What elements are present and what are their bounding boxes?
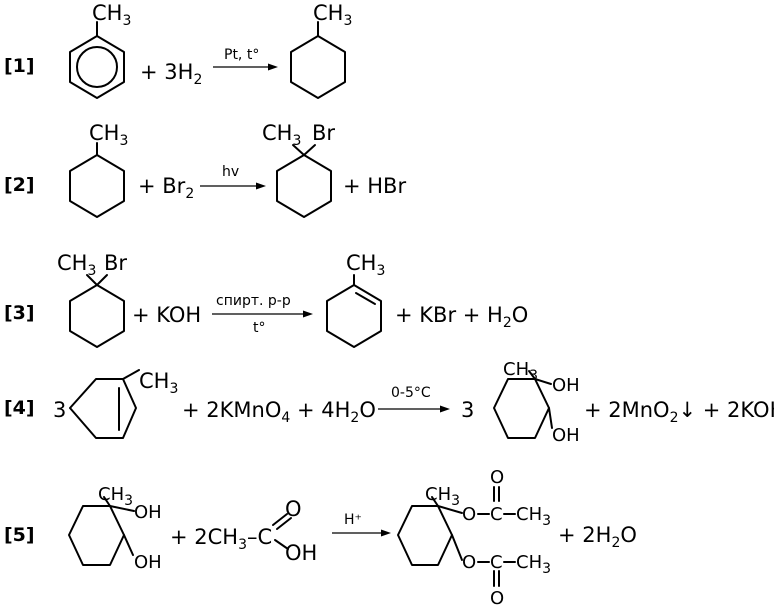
reaction-arrow: 0-5°C [378, 385, 450, 413]
svg-text:CH3: CH3 [516, 504, 551, 529]
reaction-label: [4] [4, 397, 35, 419]
hydroxyl-label: OH [134, 502, 162, 523]
hydroxyl-label: OH [134, 552, 162, 573]
methyl-label: CH [313, 1, 343, 25]
hydroxyl-label: OH [552, 425, 580, 446]
methyl-label: CH [139, 369, 169, 393]
methyl-label: CH [503, 359, 529, 380]
ester-oxygen-label: O [462, 552, 476, 573]
methyl-label: CH [516, 504, 542, 525]
reaction-4: [4] 3 CH3 + 2KMnO4 + 4H2O 0-5°C 3 CH3 OH… [4, 359, 774, 446]
stoichiometric-coefficient: 3 [461, 398, 474, 422]
reaction-arrow: спирт. р-р t° [212, 293, 313, 336]
bromo-methylcyclohexane-structure: CH3 Br [57, 251, 127, 348]
carbonyl-oxygen-label: O [490, 588, 504, 609]
reaction-arrow: Pt, t° [213, 47, 278, 71]
acetic-acid-structure: + 2CH3–C O OH [170, 497, 317, 565]
stoichiometric-coefficient: 3 [53, 398, 66, 422]
bromo-label: Br [312, 121, 335, 145]
condition-label: H⁺ [344, 512, 362, 528]
bromo-methylcyclohexane-structure: CH3 Br [262, 121, 335, 218]
hydroxyl-label: OH [552, 375, 580, 396]
reaction-3: [3] CH3 Br + KOH спирт. р-р t° CH3 + KBr… [4, 251, 528, 348]
reaction-1: [1] CH3 + 3H2 Pt, t° CH3 [4, 1, 352, 99]
reagent-bromine: + Br2 [138, 174, 194, 202]
methyl-label: CH [516, 552, 542, 573]
byproduct-water: + 2H2O [558, 523, 637, 551]
condition-label: hv [222, 164, 239, 180]
methylcyclohexene-structure: CH3 [326, 251, 385, 348]
reaction-label: [3] [4, 302, 35, 324]
methyl-label: CH [57, 251, 87, 275]
svg-text:O: O [462, 504, 476, 525]
reaction-2: [2] CH3 + Br2 hv CH3 Br + HBr [4, 121, 406, 218]
condition-label: 0-5°C [391, 385, 431, 401]
diacetate-structure: CH3 O C O CH3 O C O CH3 [397, 467, 551, 609]
byproducts: + 2MnO2↓ + 2KOH [584, 398, 774, 426]
svg-text:CH3: CH3 [98, 484, 133, 509]
reaction-5: [5] CH3 OH OH + 2CH3–C O OH H⁺ [4, 467, 637, 609]
methyl-label: CH [98, 484, 124, 505]
methyl-label: CH [262, 121, 292, 145]
svg-text:CH3: CH3 [503, 359, 538, 384]
hydroxyl-label: OH [285, 541, 317, 565]
svg-text:O: O [462, 552, 476, 573]
condition-label-below: t° [253, 320, 266, 336]
condition-label: Pt, t° [224, 47, 259, 63]
reagent-hydrogen: + 3H2 [140, 60, 202, 88]
methyl-label: CH [425, 484, 451, 505]
byproducts: + KBr + H2O [395, 303, 528, 331]
svg-text:CH3: CH3 [425, 484, 460, 509]
ester-oxygen-label: O [462, 504, 476, 525]
svg-text:CH3: CH3 [89, 121, 128, 149]
carbonyl-oxygen-label: O [490, 467, 504, 488]
svg-text:CH3: CH3 [313, 1, 352, 29]
methylcyclohexene-structure: CH3 [69, 369, 178, 439]
bromo-label: Br [104, 251, 127, 275]
methylcyclohexane-structure: CH3 [69, 121, 128, 218]
methyl-label: CH [92, 1, 122, 25]
reaction-arrow: H⁺ [332, 512, 391, 537]
carbonyl-carbon-label: C [490, 504, 503, 525]
svg-text:+ 2CH3–C: + 2CH3–C [170, 525, 272, 553]
methyl-label: CH [89, 121, 119, 145]
carbonyl-carbon-label: C [490, 552, 503, 573]
svg-text:CH3: CH3 [262, 121, 301, 149]
svg-text:CH3: CH3 [92, 1, 131, 29]
svg-text:CH3: CH3 [57, 251, 96, 279]
reaction-label: [1] [4, 55, 35, 77]
byproduct-hbr: + HBr [343, 174, 406, 198]
svg-text:CH3: CH3 [346, 251, 385, 279]
condition-label: спирт. р-р [216, 293, 291, 309]
reagents-oxidant: + 2KMnO4 + 4H2O [182, 398, 376, 426]
reaction-label: [2] [4, 174, 35, 196]
reaction-arrow: hv [200, 164, 266, 190]
methyl-label: CH [346, 251, 376, 275]
reaction-label: [5] [4, 524, 35, 546]
methylcyclohexanediol-structure: CH3 OH OH [493, 359, 580, 446]
reagent-koh: + KOH [132, 303, 201, 327]
svg-text:CH3: CH3 [516, 552, 551, 577]
methylcyclohexanediol-structure: CH3 OH OH [68, 484, 162, 573]
svg-text:CH3: CH3 [139, 369, 178, 397]
methylcyclohexane-structure: CH3 [290, 1, 352, 99]
toluene-structure: CH3 [69, 1, 131, 99]
carbonyl-oxygen-label: O [285, 497, 302, 521]
